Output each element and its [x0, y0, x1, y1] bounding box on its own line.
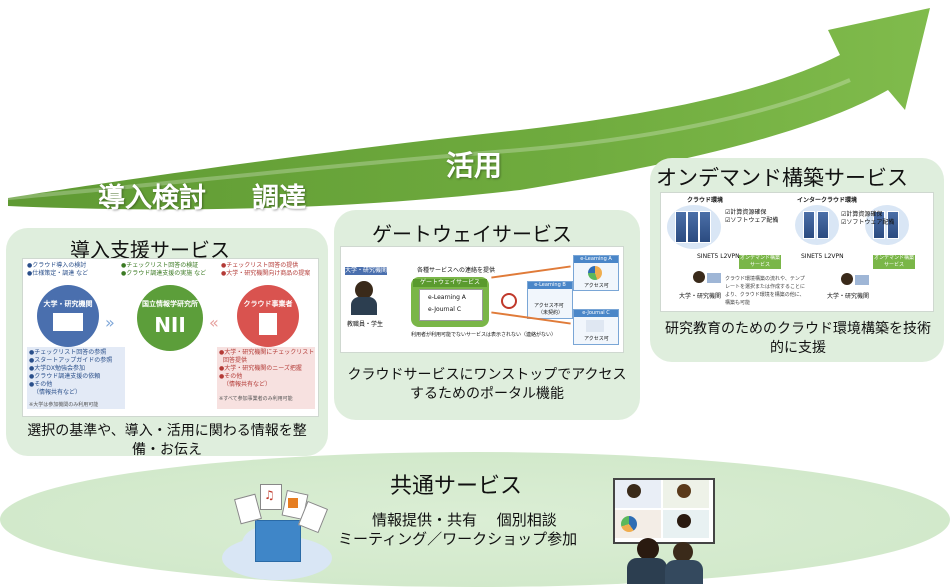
intro-diagram: ●クラウド導入の検討 ●仕様策定・調達 など ●チェックリスト回答の検証 ●クラ… — [22, 258, 319, 417]
stage-use-label: 活用 — [446, 149, 503, 182]
stage-procure-label: 調達 — [252, 183, 306, 214]
server-icon — [887, 211, 899, 239]
vendor-circle: クラウド事業者 — [237, 285, 299, 347]
service-a-card: e-Learning A アクセス可 — [573, 255, 619, 291]
admin-avatar — [693, 271, 705, 283]
vendor-action-1: ●大学・研究機関にチェックリスト — [219, 349, 315, 356]
document-box-illustration: ♫ — [222, 478, 332, 583]
intro-top-mid-1: ●チェックリスト回答の検証 — [121, 262, 199, 269]
vendor-action-5: （情報共有など） — [223, 381, 272, 388]
server-icon — [687, 211, 699, 243]
univ-note: ※大学は参加機関のみ利用可能 — [29, 402, 99, 408]
univ-action-5: ●その他 — [29, 381, 53, 388]
gateway-list-item-1: e-Learning A — [428, 294, 466, 301]
service-b-access: アクセス不可 — [534, 303, 564, 309]
growth-arrow — [7, 8, 930, 210]
sinet-label-1: SINET5 L2VPN — [697, 253, 740, 260]
service-a-access: アクセス可 — [584, 283, 609, 289]
common-services-area — [0, 452, 950, 587]
university-actions-box — [27, 347, 125, 409]
laptop-icon — [707, 273, 721, 283]
service-b-access-sub: （未契約） — [538, 310, 564, 316]
vendor-actions-box — [217, 347, 315, 409]
vendor-action-3: ●大学・研究機関のニーズ把握 — [219, 365, 302, 372]
gateway-description: クラウドサービスにワンストップでアクセスするためのポータル機能 — [347, 367, 627, 402]
gateway-user-box: 大学・研究機関 — [345, 267, 388, 275]
intro-description: 選択の基準や、導入・活用に関わる情報を整備・お伝え — [27, 423, 307, 458]
university-label: 大学・研究機関 — [43, 300, 93, 308]
service-c-card: e-Journal C アクセス可 — [573, 309, 619, 345]
cloud-env-label: クラウド環境 — [687, 197, 724, 204]
gateway-user-label: 教職員・学生 — [347, 321, 384, 328]
service-c-access: アクセス可 — [584, 336, 609, 342]
user-avatar — [355, 281, 373, 299]
gateway-provide-label: 各種サービスへの連絡を提供 — [417, 267, 496, 274]
nii-circle: 国立情報学研究所 NII — [137, 285, 203, 351]
nii-logo: NII — [154, 313, 186, 337]
arrow-right-icon: » — [105, 313, 115, 332]
user-body — [351, 297, 377, 315]
gateway-diagram: 大学・研究機関 教職員・学生 各種サービスへの連絡を提供 ゲートウェイサービス … — [340, 246, 624, 353]
vendor-label: クラウド事業者 — [243, 300, 293, 308]
sinet-label-2: SINET5 L2VPN — [801, 253, 844, 260]
univ-action-4: ●クラウド調達支援の依頼 — [29, 373, 101, 380]
admin-avatar — [841, 273, 853, 285]
stage-consider-label: 導入検討 — [98, 183, 206, 214]
intercloud-env-label: インタークラウド環境 — [797, 197, 858, 204]
ondemand-note: クラウド環境構築の流れや、テンプレートを選択または作成することにより、クラウド環… — [725, 276, 806, 306]
service-b-card: e-Learning B アクセス不可 （未契約） — [527, 281, 573, 319]
vendor-note: ※すべて参加事業者のみ利用可能 — [219, 396, 293, 402]
intro-top-right-1: ●チェックリスト回答の提供 — [221, 262, 299, 269]
document-icon — [586, 320, 604, 332]
ondemand-service-box-2: オンデマンド構築サービス — [873, 255, 915, 269]
gateway-list-item-2: e-Journal C — [428, 306, 462, 313]
feature-1: ☑計算資源確保 — [725, 209, 767, 216]
pie-icon — [588, 266, 602, 280]
office-building-icon — [259, 313, 277, 335]
gateway-title: ゲートウェイサービス — [372, 222, 572, 246]
vendor-action-4: ●その他 — [219, 373, 243, 380]
gateway-label: ゲートウェイサービス — [413, 279, 487, 287]
univ-action-3: ●大学DX勉強会参加 — [29, 365, 85, 372]
intro-top-mid-2: ●クラウド調達支援の実施 など — [121, 270, 207, 277]
univ-action-1: ●チェックリスト回答の参照 — [29, 349, 107, 356]
feature-4: ☑ソフトウェア配備 — [841, 219, 895, 226]
common-line-1: 情報提供・共有 個別相談 — [372, 511, 557, 529]
ondemand-diagram: クラウド環境 インタークラウド環境 ☑計算資源確保 ☑ソフトウェア配備 ☑計算資… — [660, 192, 934, 312]
blocked-icon — [501, 293, 517, 309]
feature-3: ☑計算資源確保 — [841, 211, 883, 218]
univ-action-2: ●スタートアップガイドの参照 — [29, 357, 113, 364]
connector-a — [491, 265, 571, 279]
intro-top-left-2: ●仕様策定・調達 など — [27, 270, 89, 277]
intro-top-left-1: ●クラウド導入の検討 — [27, 262, 87, 269]
service-a-label: e-Learning A — [574, 256, 618, 263]
ondemand-univ-label-1: 大学・研究機関 — [679, 293, 722, 300]
common-line-2: ミーティング／ワークショップ参加 — [338, 530, 578, 548]
feature-2: ☑ソフトウェア配備 — [725, 217, 779, 224]
nii-label: 国立情報学研究所 — [142, 300, 198, 308]
server-icon — [873, 211, 885, 239]
vendor-action-2: 回答提供 — [223, 357, 248, 364]
server-icon — [675, 211, 687, 243]
arrow-left-icon: « — [209, 313, 219, 332]
server-icon — [803, 211, 815, 239]
laptop-icon — [855, 275, 869, 285]
gateway-note: 利用者が利用可能でないサービスは表示されない（連絡がない） — [411, 332, 557, 338]
univ-action-6: （情報共有など） — [33, 389, 82, 396]
building-icon — [53, 313, 83, 331]
service-b-label: e-Learning B — [528, 282, 572, 289]
gateway-list: e-Learning A e-Journal C — [419, 289, 483, 321]
ondemand-univ-label-2: 大学・研究機関 — [827, 293, 870, 300]
common-title: 共通サービス — [390, 474, 523, 499]
ondemand-service-box-1: オンデマンド構築サービス — [739, 255, 781, 269]
university-circle: 大学・研究機関 — [37, 285, 99, 347]
server-icon — [817, 211, 829, 239]
ondemand-title: オンデマンド構築サービス — [656, 166, 908, 190]
server-icon — [699, 211, 711, 243]
intro-top-right-2: ●大学・研究機関向け商品の提案 — [221, 270, 311, 277]
meeting-illustration — [613, 478, 715, 586]
ondemand-description: 研究教育のためのクラウド環境構築を技術的に支援 — [665, 321, 931, 356]
service-c-label: e-Journal C — [574, 310, 618, 317]
